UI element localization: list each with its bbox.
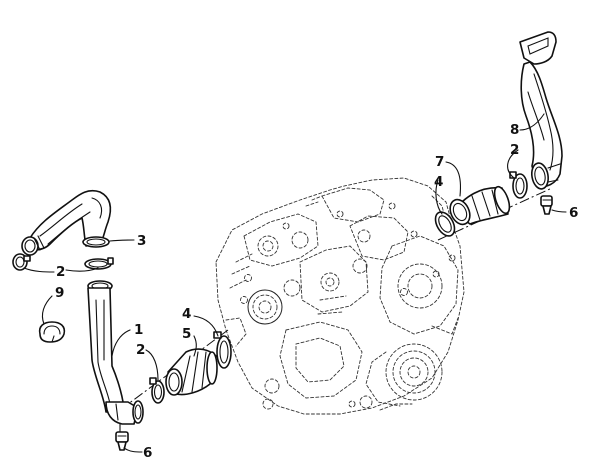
fastener-6-right — [540, 195, 553, 215]
callout-4-right: 4 — [434, 174, 443, 190]
callout-3: 3 — [137, 233, 146, 249]
callout-2-upper-left: 2 — [56, 264, 65, 280]
callout-6-lower: 6 — [143, 445, 152, 461]
callout-4-left: 4 — [182, 306, 191, 322]
clamp-2-upper-left — [12, 253, 31, 271]
callout-9: 9 — [55, 285, 64, 301]
callout-2-lower: 2 — [136, 342, 145, 358]
engine-phantom — [215, 177, 465, 415]
callout-7: 7 — [435, 154, 444, 170]
gasket-4-right — [434, 211, 456, 237]
boot-7 — [449, 185, 511, 226]
coupler-5 — [165, 348, 218, 396]
air-duct-8 — [519, 31, 563, 190]
split-ring-9 — [38, 321, 66, 343]
callout-5: 5 — [182, 326, 191, 342]
callout-1: 1 — [134, 322, 143, 338]
upper-left-intake-boot — [21, 189, 112, 256]
callout-8: 8 — [510, 122, 519, 138]
fastener-6-lower — [115, 431, 129, 451]
callout-6-right: 6 — [569, 205, 578, 221]
clamp-2-right — [509, 171, 528, 199]
leader-lines — [23, 113, 567, 453]
clamp-2-lower — [149, 377, 165, 404]
clamp-2-upper-center — [84, 257, 114, 270]
callout-labels: 1 2 2 2 3 4 4 5 6 6 7 8 9 — [55, 122, 578, 461]
callout-2-right: 2 — [510, 142, 519, 158]
intake-tube-1 — [87, 280, 144, 433]
